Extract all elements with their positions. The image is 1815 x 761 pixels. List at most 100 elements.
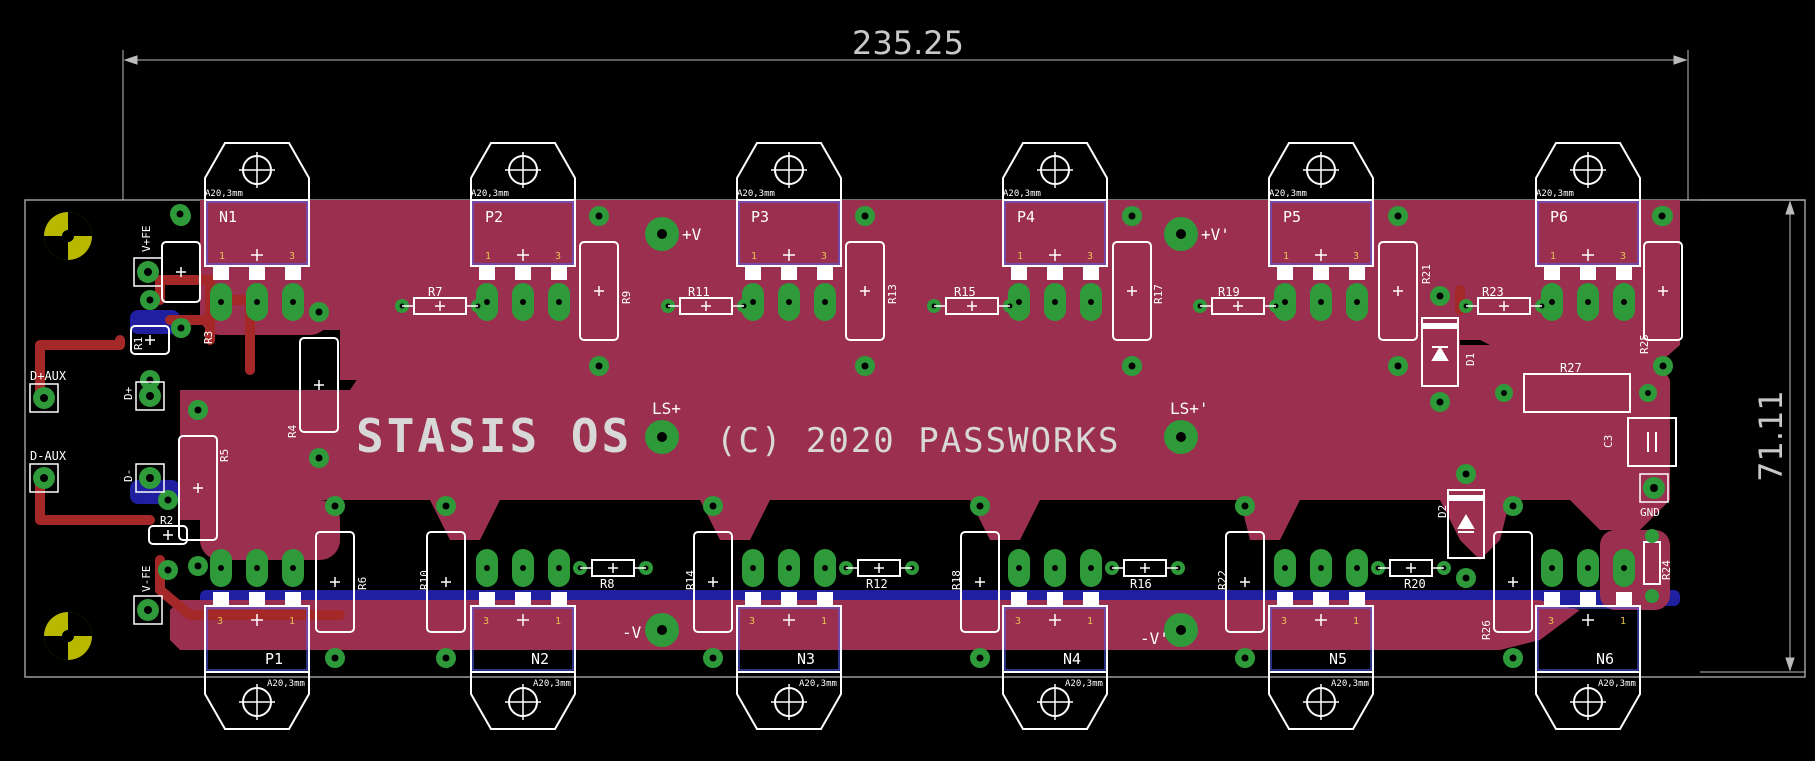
d-minus-label: D- [122, 469, 135, 482]
d-minus-aux-label: D-AUX [30, 449, 67, 463]
transistor-lead-pad [1310, 549, 1332, 587]
minus-v-right-label: -V' [1140, 629, 1169, 648]
resistor-pad [855, 356, 875, 376]
r19-label: R19 [1218, 285, 1240, 299]
resistor-r9 [579, 241, 619, 341]
c3-label: C3 [1602, 435, 1615, 448]
pin-label: 3 [483, 616, 489, 627]
transistor-lead-pad [778, 283, 800, 321]
resistor-pad [1235, 648, 1255, 668]
heatsink-label: A20,3mm [1536, 189, 1574, 199]
diode-d2 [1447, 489, 1485, 559]
heatsink-label: A20,3mm [1331, 679, 1369, 689]
resistor-pad [970, 648, 990, 668]
pin-label: 1 [1353, 616, 1359, 627]
pin-label: 1 [1087, 616, 1093, 627]
ls-plus-pad [645, 420, 679, 454]
transistor-name: P4 [1017, 208, 1035, 226]
d-plus-aux-pad [29, 383, 59, 413]
heatsink-label: A20,3mm [471, 189, 509, 199]
transistor-lead-pad [246, 549, 268, 587]
heatsink-label: A20,3mm [267, 679, 305, 689]
r5-label: R5 [218, 449, 231, 462]
transistor-lead-pad [1577, 549, 1599, 587]
ls-plus-right-pad [1164, 420, 1198, 454]
resistor-r11 [668, 297, 744, 315]
transistor-lead-pad [1044, 549, 1066, 587]
pin-label: 3 [1015, 616, 1021, 627]
r2-label: R2 [160, 514, 173, 527]
via-pad [188, 400, 208, 420]
pin-label: 1 [821, 616, 827, 627]
resistor-pad [589, 206, 609, 226]
resistor-pad [309, 302, 329, 322]
r3-label: R3 [202, 331, 215, 344]
transistor-lead-pad [1044, 283, 1066, 321]
transistor-lead-pad [778, 549, 800, 587]
resistor-r7 [402, 297, 478, 315]
resistor-r4 [299, 337, 339, 433]
r14-label: R14 [684, 570, 697, 590]
pin-label: 1 [555, 616, 561, 627]
r22-label: R22 [1216, 570, 1229, 590]
pin-label: 3 [821, 251, 827, 262]
resistor-pad [309, 448, 329, 468]
resistor-pad [703, 496, 723, 516]
pin-label: 1 [219, 251, 225, 262]
resistor-pad [325, 648, 345, 668]
r20-label: R20 [1404, 577, 1426, 591]
resistor-pad [1122, 206, 1142, 226]
heatsink-label: A20,3mm [205, 189, 243, 199]
resistor-pad [436, 496, 456, 516]
transistor-lead-pad [1541, 283, 1563, 321]
transistor-lead-pad [246, 283, 268, 321]
resistor-pad [1388, 356, 1408, 376]
diode-pad [1430, 392, 1450, 412]
transistor-lead-pad [1346, 283, 1368, 321]
resistor-r19 [1200, 297, 1276, 315]
resistor-r5 [178, 435, 218, 541]
resistor-r18 [960, 531, 1000, 633]
d-plus-aux-label: D+AUX [30, 369, 67, 383]
via-pad [1652, 206, 1672, 226]
v-minus-fe-label: V-FE [140, 566, 153, 593]
diode-pad [1456, 464, 1476, 484]
resistor-r1 [130, 325, 170, 355]
transistor-lead-pad [1080, 549, 1102, 587]
resistor-r23 [1466, 297, 1542, 315]
heatsink-label: A20,3mm [1269, 189, 1307, 199]
resistor-r10 [426, 531, 466, 633]
transistor-lead-pad [476, 549, 498, 587]
transistor-name: N1 [219, 208, 237, 226]
resistor-pad [158, 560, 178, 580]
r4-label: R4 [286, 424, 299, 438]
resistor-r27 [1495, 373, 1657, 413]
v-plus-fe-pad [133, 257, 163, 287]
resistor-pad [325, 496, 345, 516]
horizontal-resistors [402, 297, 1542, 577]
resistor-pad [1122, 356, 1142, 376]
transistor-lead-pad [1346, 549, 1368, 587]
pin-label: 1 [289, 616, 295, 627]
resistor-pad [1503, 496, 1523, 516]
transistor-lead-pad [1274, 549, 1296, 587]
pin-label: 3 [555, 251, 561, 262]
r13-label: R13 [886, 284, 899, 304]
pin-label: 1 [1283, 251, 1289, 262]
r6-label: R6 [356, 577, 369, 590]
transistor-lead-pad [1310, 283, 1332, 321]
resistor-r14 [693, 531, 733, 633]
transistor-name: N6 [1596, 650, 1614, 668]
resistor-pad [855, 206, 875, 226]
resistor-r2 [148, 525, 188, 545]
top-copper-layer [170, 200, 1680, 650]
ls-plus-label: LS+ [652, 399, 681, 418]
resistor-pad [1235, 496, 1255, 516]
transistor-lead-pad [512, 549, 534, 587]
